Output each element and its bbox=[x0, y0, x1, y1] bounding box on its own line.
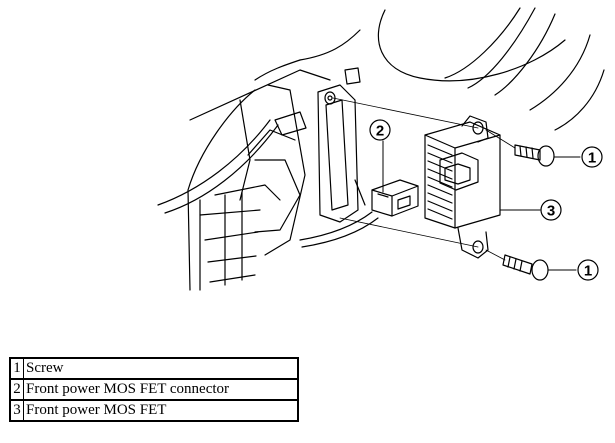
legend-row-number: 2 bbox=[9, 378, 24, 401]
upper-screw bbox=[514, 144, 555, 167]
legend-row: 1 Screw bbox=[9, 357, 299, 380]
wiring-harness bbox=[299, 179, 379, 248]
alignment-lines bbox=[332, 97, 516, 261]
legend-row-description: Front power MOS FET bbox=[23, 399, 299, 422]
legend-row: 2 Front power MOS FET connector bbox=[9, 378, 299, 401]
callout-3: 3 bbox=[547, 203, 555, 220]
leader-lines bbox=[382, 140, 581, 271]
lower-screw bbox=[502, 254, 549, 281]
callout-1-upper: 1 bbox=[588, 150, 596, 167]
body-panel-lines bbox=[254, 7, 605, 131]
chassis-bracket bbox=[157, 69, 331, 291]
legend-row-description: Front power MOS FET connector bbox=[23, 378, 299, 401]
legend-row-number: 1 bbox=[9, 357, 24, 380]
parts-legend-table: 1 Screw 2 Front power MOS FET connector … bbox=[9, 357, 299, 422]
mounting-frame bbox=[274, 67, 361, 223]
mosfet-unit bbox=[424, 115, 501, 259]
legend-row: 3 Front power MOS FET bbox=[9, 399, 299, 422]
callout-circle-1-upper bbox=[581, 146, 603, 168]
callout-circle-1-lower bbox=[577, 259, 599, 281]
callout-2: 2 bbox=[376, 123, 384, 140]
mosfet-connector bbox=[371, 179, 419, 217]
callout-1-lower: 1 bbox=[584, 263, 592, 280]
legend-row-description: Screw bbox=[23, 357, 299, 380]
callout-circle-3 bbox=[540, 199, 562, 221]
callout-circle-2 bbox=[369, 119, 391, 141]
mosfet-removal-diagram: 2 1 3 1 bbox=[157, 7, 605, 291]
legend-row-number: 3 bbox=[9, 399, 24, 422]
